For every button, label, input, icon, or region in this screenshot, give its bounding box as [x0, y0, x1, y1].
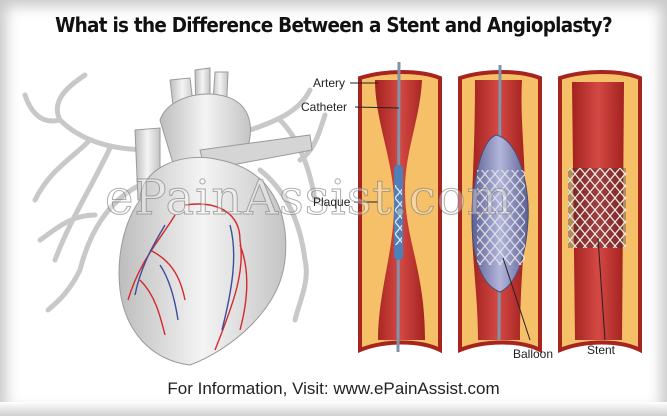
label-stent: Stent	[587, 343, 616, 357]
label-balloon: Balloon	[513, 347, 554, 361]
heart-vessels	[134, 67, 313, 201]
pulmonary-vessels	[22, 72, 328, 323]
footer-source: For Information, Visit: www.ePainAssist.…	[167, 379, 500, 398]
watermark: ePainAssist.com	[104, 170, 514, 227]
coronary-arteries	[127, 203, 248, 351]
artery-3-stent	[558, 70, 642, 354]
leader-lines	[350, 82, 606, 341]
artery-2-balloon	[458, 64, 542, 354]
label-catheter: Catheter	[301, 100, 348, 114]
artery-1-angioplasty	[358, 61, 442, 354]
page-title: What is the Difference Between a Stent a…	[55, 13, 613, 37]
label-artery: Artery	[313, 76, 346, 90]
label-plaque: Plaque	[313, 195, 351, 209]
footer-band	[0, 402, 667, 416]
